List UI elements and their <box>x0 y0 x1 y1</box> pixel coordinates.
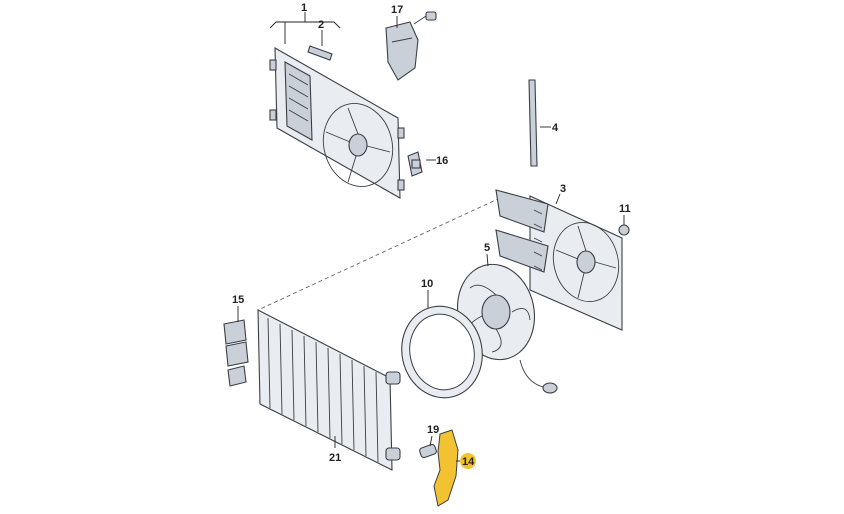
part-15-brackets <box>223 319 249 387</box>
part-4-seal-strip <box>528 79 538 167</box>
label-21: 21 <box>329 452 341 464</box>
part-11-nut <box>618 224 630 236</box>
label-10: 10 <box>421 278 433 290</box>
part-19-drain-plug <box>419 443 437 459</box>
part-2-strip <box>307 45 333 61</box>
part-labels: 1 2 17 4 3 16 11 5 10 15 21 19 <box>232 2 631 464</box>
label-15: 15 <box>232 294 244 306</box>
label-3: 3 <box>560 183 566 195</box>
label-16: 16 <box>436 155 448 167</box>
part-14-bracket-highlighted <box>433 429 459 507</box>
label-5: 5 <box>484 242 490 254</box>
label-4: 4 <box>552 122 559 134</box>
label-17: 17 <box>391 4 403 16</box>
label-14-highlighted-badge: 14 <box>460 453 476 469</box>
part-10-ring-frame <box>401 305 483 399</box>
part-17-cover <box>385 11 437 81</box>
assembly-line <box>257 197 501 311</box>
label-19: 19 <box>427 424 439 436</box>
label-14: 14 <box>462 456 475 468</box>
label-11: 11 <box>619 203 631 215</box>
part-3-fan-shroud-lower <box>495 189 623 331</box>
part-21-radiator <box>257 309 401 471</box>
part-1-fan-shroud-upper <box>269 47 405 199</box>
label-2: 2 <box>318 19 324 31</box>
label-1: 1 <box>301 2 307 14</box>
part-16-clip <box>407 151 423 177</box>
